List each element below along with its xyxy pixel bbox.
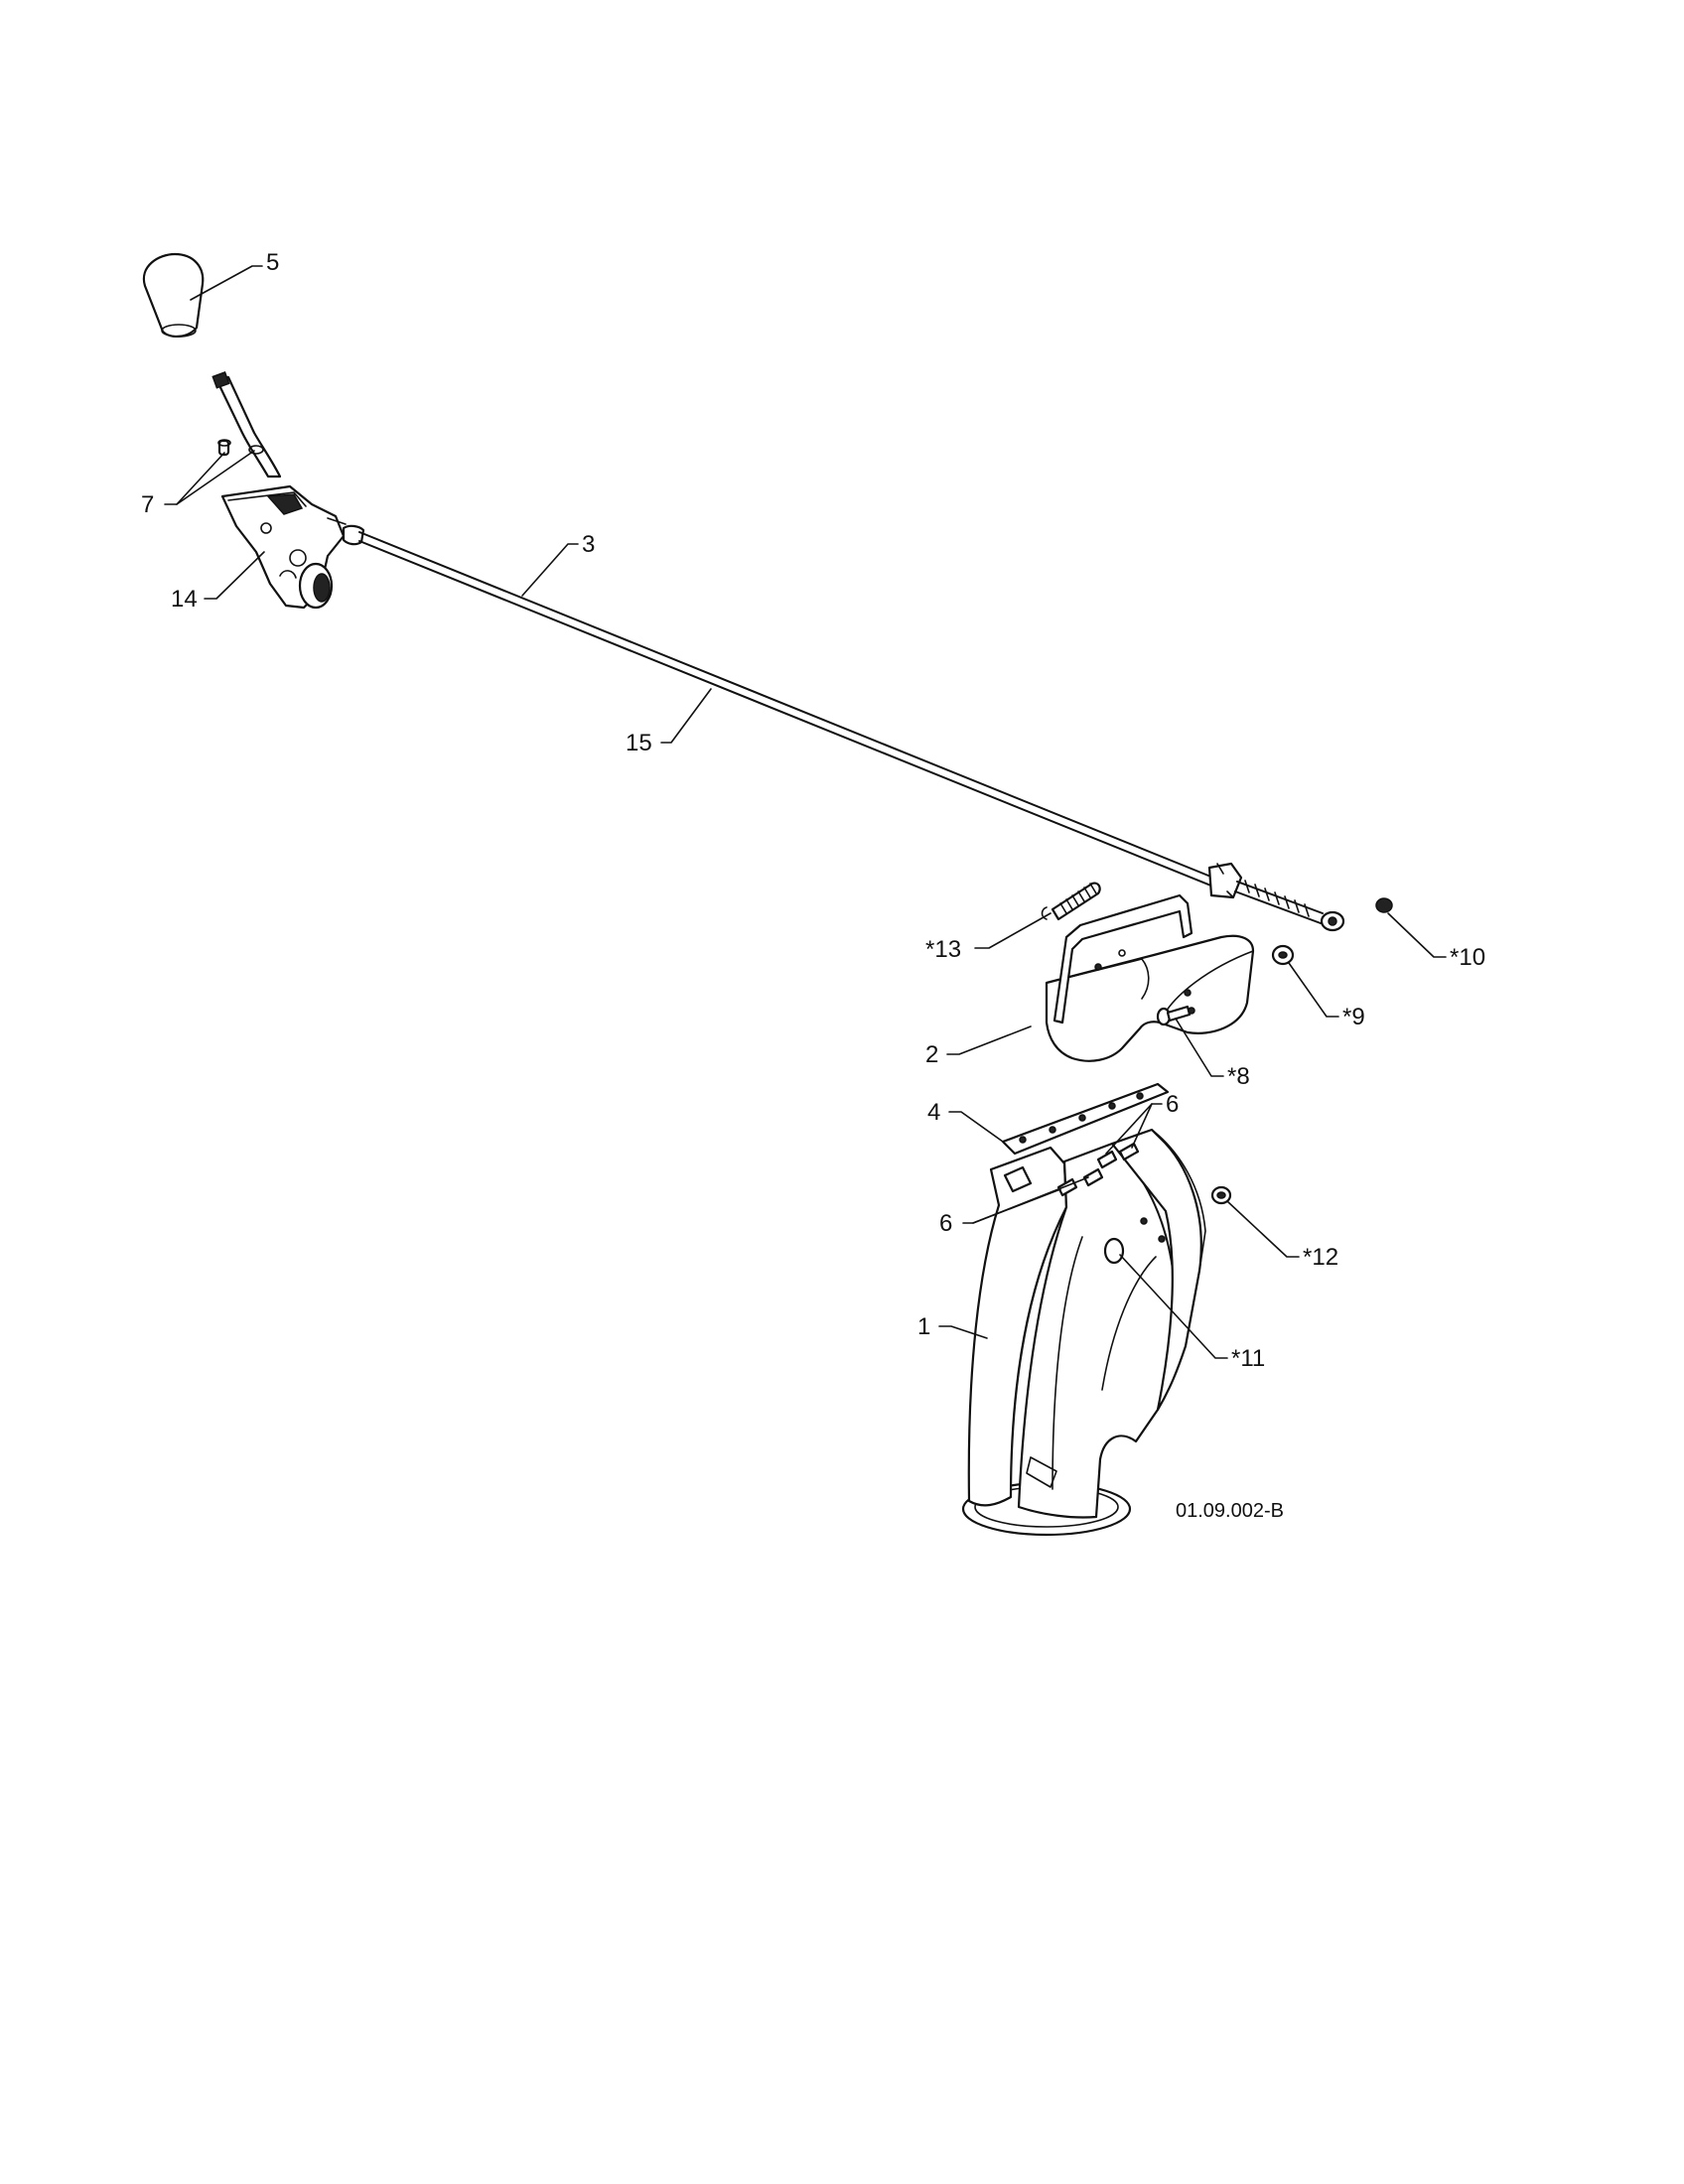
callout-5: 5 <box>266 249 279 276</box>
knob-part <box>142 252 205 338</box>
callout-10: *10 <box>1450 944 1485 971</box>
callout-2: 2 <box>925 1041 938 1068</box>
shift-lever-rod <box>211 371 282 478</box>
callout-6-lower: 6 <box>939 1210 952 1237</box>
callout-9: *9 <box>1342 1004 1365 1030</box>
callout-15: 15 <box>626 730 652 756</box>
nut-part-12 <box>1210 1185 1232 1205</box>
chute-bolt-parts <box>1056 1142 1140 1197</box>
callout-14: 14 <box>171 586 198 613</box>
discharge-chute-part <box>961 1128 1206 1537</box>
control-cable-part <box>342 524 1345 932</box>
callout-11: *11 <box>1231 1345 1265 1372</box>
washer-part <box>1271 944 1295 966</box>
callout-4: 4 <box>927 1099 940 1126</box>
pin-parts <box>217 439 231 457</box>
shift-bracket-part <box>220 484 347 610</box>
spring-part <box>1041 882 1101 921</box>
nut-part <box>1375 897 1393 913</box>
callout-13: *13 <box>925 936 961 963</box>
callout-3: 3 <box>582 531 595 558</box>
callout-6-upper: 6 <box>1166 1091 1179 1118</box>
leader-lines <box>164 265 1447 1359</box>
deflector-part <box>1045 893 1255 1062</box>
callout-8: *8 <box>1227 1063 1250 1090</box>
callout-7: 7 <box>141 491 154 518</box>
callout-12: *12 <box>1303 1244 1338 1271</box>
bolt-part <box>1156 1005 1192 1026</box>
drawing-code: 01.09.002-B <box>1176 1500 1284 1522</box>
callout-1: 1 <box>917 1313 930 1340</box>
callout-labels: 5 7 14 3 15 *13 *10 *9 2 *8 4 6 6 *12 1 … <box>141 249 1485 1522</box>
plate-part <box>1001 1082 1170 1156</box>
